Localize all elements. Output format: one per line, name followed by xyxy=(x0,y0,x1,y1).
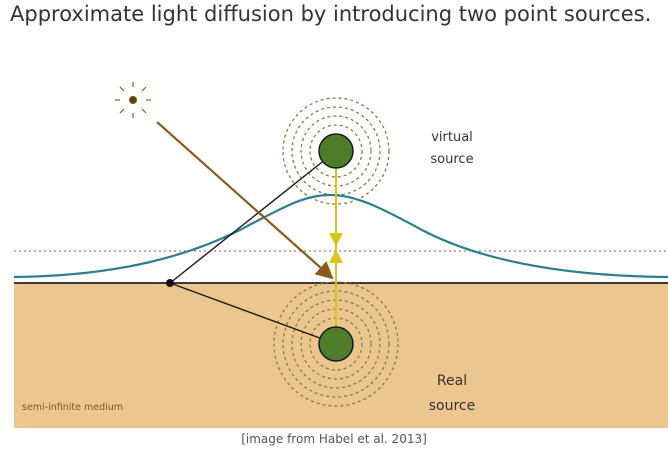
virtual-source-label-line2: source xyxy=(430,152,473,167)
real-source-label-line2: source xyxy=(429,398,476,414)
incident-light-ray xyxy=(156,121,334,280)
virtual-source-label-line1: virtual xyxy=(431,130,473,145)
real-source-label-line1: Real xyxy=(437,373,467,389)
surface-to-virtual-line xyxy=(169,150,337,284)
surface-point xyxy=(166,279,174,287)
slide-title: Approximate light diffusion by introduci… xyxy=(10,2,652,26)
surface-to-real-line xyxy=(169,282,337,345)
image-caption: [image from Habel et al. 2013] xyxy=(241,432,427,446)
real-source-circle xyxy=(318,326,354,362)
diffusion-profile-curve xyxy=(13,193,668,279)
sun-icon xyxy=(115,82,151,118)
medium-label: semi-infinite medium xyxy=(22,402,123,413)
virtual-source-circle xyxy=(318,133,354,169)
